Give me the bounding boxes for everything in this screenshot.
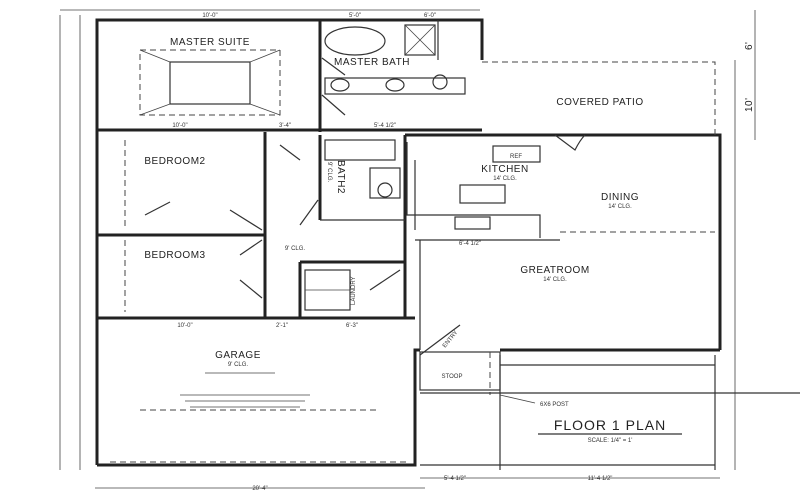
- label-dining-ceiling: 14' CLG.: [608, 204, 632, 210]
- dim-bath-bottom: 5'-4 1/2": [374, 123, 396, 129]
- refrigerator-icon: [492, 145, 541, 163]
- dimension-lines: [59, 9, 756, 489]
- label-post: 6X6 POST: [540, 402, 569, 408]
- label-bath2-ceiling: 9' CLG.: [326, 162, 332, 182]
- label-covered-patio: COVERED PATIO: [556, 97, 643, 108]
- title-block: FLOOR 1 PLAN SCALE: 1/4" = 1': [538, 417, 682, 444]
- tub-icon: [324, 26, 386, 56]
- tray-ceiling-outline: [124, 49, 281, 312]
- dim-hall-bottom: 3'-4": [279, 123, 291, 129]
- fixtures: [304, 24, 541, 311]
- label-greatroom: GREATROOM: [520, 265, 589, 276]
- bathtub2-icon: [324, 139, 396, 161]
- covered-patio-outline: [482, 61, 716, 135]
- label-ref: REF: [510, 154, 522, 160]
- toilet-icon: [432, 74, 448, 90]
- exterior-walls: [95, 18, 722, 467]
- label-garage-ceiling: 9' CLG.: [228, 362, 248, 368]
- plan-scale: SCALE: 1/4" = 1': [588, 438, 633, 444]
- dim-right-upper: 6': [744, 42, 755, 50]
- label-garage: GARAGE: [215, 350, 261, 361]
- garage-notes: [110, 372, 410, 463]
- dim-kitchen-bottom: 6'-4 1/2": [459, 241, 481, 247]
- dim-laundry-2: 6'-3": [346, 323, 358, 329]
- label-dining: DINING: [601, 192, 639, 203]
- dim-porch-bottom: 11'-4 1/2": [588, 476, 613, 482]
- dimension-labels: 10'-0" 5'-0" 6'-0" 10'-0" 3'-4" 5'-4 1/2…: [172, 13, 755, 492]
- plan-title: FLOOR 1 PLAN: [554, 417, 666, 433]
- interior-walls: [97, 20, 715, 350]
- dim-garage-bottom: 20'-4": [252, 486, 267, 492]
- dim-stoop-bottom: 5'-4 1/2": [444, 476, 466, 482]
- dim-top-bath-1: 5'-0": [349, 13, 361, 19]
- room-labels: MASTER SUITE MASTER BATH COVERED PATIO K…: [144, 37, 643, 408]
- label-bedroom3: BEDROOM3: [144, 250, 205, 261]
- label-bath2: BATH2: [335, 160, 346, 194]
- stoop-porch: [419, 351, 800, 470]
- label-hall-ceiling: 9' CLG.: [285, 246, 305, 252]
- label-kitchen: KITCHEN: [481, 164, 528, 175]
- dim-right-patio: 10': [744, 97, 755, 112]
- dim-laundry-1: 2'-1": [276, 323, 288, 329]
- label-master-suite: MASTER SUITE: [170, 37, 250, 48]
- vanity-icon: [324, 77, 466, 95]
- label-master-bath: MASTER BATH: [334, 57, 410, 68]
- kitchen-island-icon: [459, 184, 506, 204]
- label-laundry: LAUNDRY: [351, 276, 357, 305]
- shower-icon: [404, 24, 436, 56]
- label-greatroom-ceiling: 14' CLG.: [543, 277, 567, 283]
- doors: [144, 57, 586, 356]
- label-entry: ENTRY: [442, 330, 460, 349]
- dim-top-bath-2: 6'-0": [424, 13, 436, 19]
- label-stoop: STOOP: [442, 374, 463, 380]
- kitchen-sink-icon: [454, 216, 491, 230]
- dim-bed-bottom: 10'-0": [177, 323, 192, 329]
- label-kitchen-ceiling: 14' CLG.: [493, 176, 517, 182]
- label-bedroom2: BEDROOM2: [144, 156, 205, 167]
- dim-top-master: 10'-0": [202, 13, 217, 19]
- dim-master-bottom: 10'-0": [172, 123, 187, 129]
